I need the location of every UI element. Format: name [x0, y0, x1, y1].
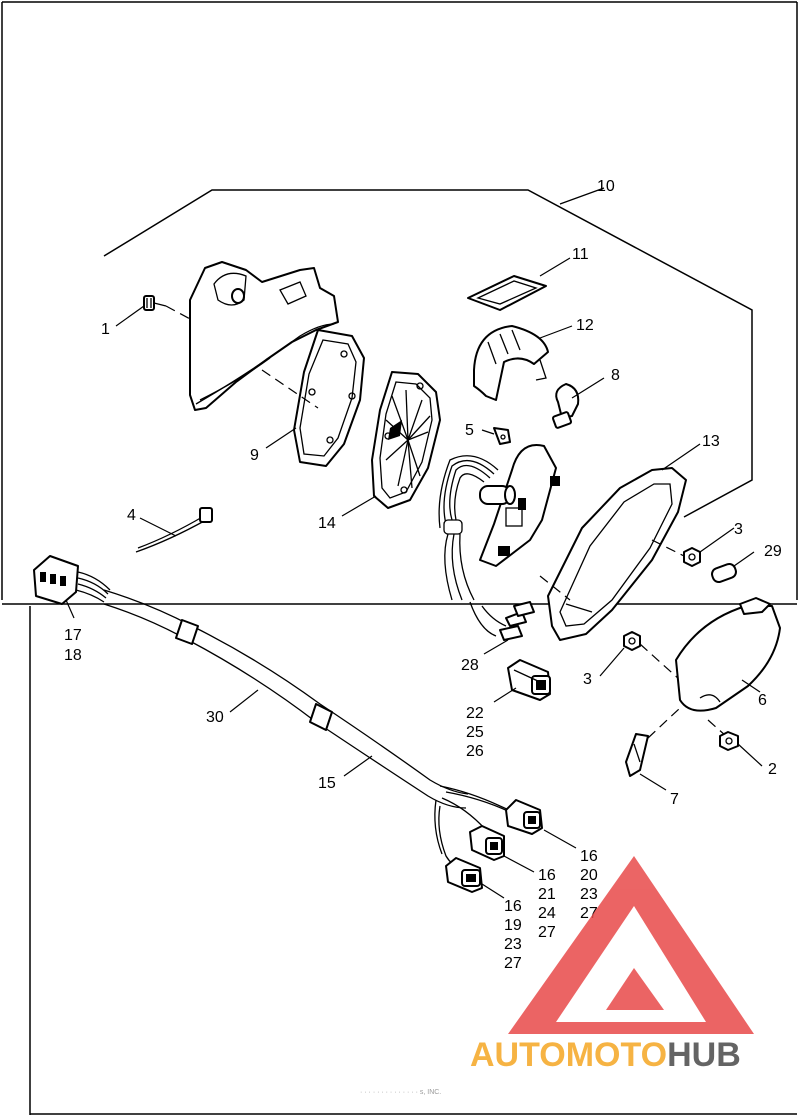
- part-cap: [711, 563, 737, 583]
- callout-13: 13: [702, 433, 720, 450]
- callout-15: 15: [318, 775, 336, 792]
- callout-18: 18: [64, 647, 82, 664]
- part-strip: [625, 733, 649, 777]
- callout-7: 7: [670, 791, 679, 808]
- part-lamp-housing: [189, 261, 339, 411]
- part-cable-tie: [135, 507, 213, 553]
- svg-text:AUTOMOTOHUB: AUTOMOTOHUB: [470, 1036, 741, 1074]
- callout-stack-b-1: 16: [538, 867, 556, 884]
- callout-3-bottom: 3: [583, 671, 592, 688]
- part-nut-top: [683, 547, 701, 567]
- part-socket-plate: [479, 444, 560, 567]
- socket-wires: [438, 455, 499, 601]
- callout-26: 26: [466, 743, 484, 760]
- callout-12: 12: [576, 317, 594, 334]
- watermark-auto: AUTO: [470, 1036, 566, 1074]
- assembly-bracket-10: [103, 189, 753, 518]
- watermark-triangle-icon: [508, 856, 754, 1034]
- callout-labels: 1 10 11 12 8 5 13 9 14 4 3 29 17 18 28 3…: [64, 178, 782, 972]
- callout-stack-c-1: 16: [504, 898, 522, 915]
- callout-11: 11: [572, 246, 589, 263]
- callout-3-top: 3: [734, 521, 743, 538]
- watermark-moto: MOTO: [566, 1036, 667, 1074]
- callout-28: 28: [461, 657, 479, 674]
- lens-texture: [385, 389, 431, 489]
- part-bulb: [551, 383, 580, 429]
- callout-stack-a-1: 16: [580, 848, 598, 865]
- callout-2: 2: [768, 761, 777, 778]
- part-terminals: [469, 601, 535, 641]
- callout-8: 8: [611, 367, 620, 384]
- callout-stack-a-2: 20: [580, 867, 598, 884]
- callout-25: 25: [466, 724, 484, 741]
- callout-4: 4: [127, 507, 136, 524]
- callout-1: 1: [101, 321, 110, 338]
- callout-6: 6: [758, 692, 767, 709]
- callout-29: 29: [764, 543, 782, 560]
- part-cover: [675, 597, 781, 737]
- callout-stack-c-4: 27: [504, 955, 522, 972]
- callout-stack-c-2: 19: [504, 917, 522, 934]
- callout-30: 30: [206, 709, 224, 726]
- wiring-harness: [33, 555, 543, 893]
- part-bracket-13: [547, 467, 687, 641]
- callout-22: 22: [466, 705, 484, 722]
- part-nut-bottom: [623, 631, 641, 651]
- part-seal: [467, 275, 547, 311]
- part-screw: [143, 295, 167, 311]
- callout-stack-a-3: 23: [580, 886, 598, 903]
- callout-stack-c-3: 23: [504, 936, 522, 953]
- footer-copyright: · · · · · · · · · · · · · · s, INC.: [360, 1089, 441, 1096]
- callout-9: 9: [250, 447, 259, 464]
- part-connector-22: [507, 659, 551, 701]
- callout-stack-b-3: 24: [538, 905, 556, 922]
- part-gasket: [293, 329, 365, 467]
- callout-10: 10: [597, 178, 615, 195]
- watermark-hub: HUB: [667, 1036, 741, 1074]
- callout-14: 14: [318, 515, 336, 532]
- callout-5: 5: [465, 422, 474, 439]
- leader-lines: [65, 187, 763, 899]
- callout-17: 17: [64, 627, 82, 644]
- part-tab: [493, 427, 511, 445]
- part-reflector: [473, 325, 549, 401]
- part-lens: [371, 371, 441, 509]
- part-nut-2: [719, 731, 739, 751]
- callout-stack-b-4: 27: [538, 924, 556, 941]
- watermark-logo: AUTOMOTOHUB: [470, 856, 754, 1074]
- callout-stack-b-2: 21: [538, 886, 556, 903]
